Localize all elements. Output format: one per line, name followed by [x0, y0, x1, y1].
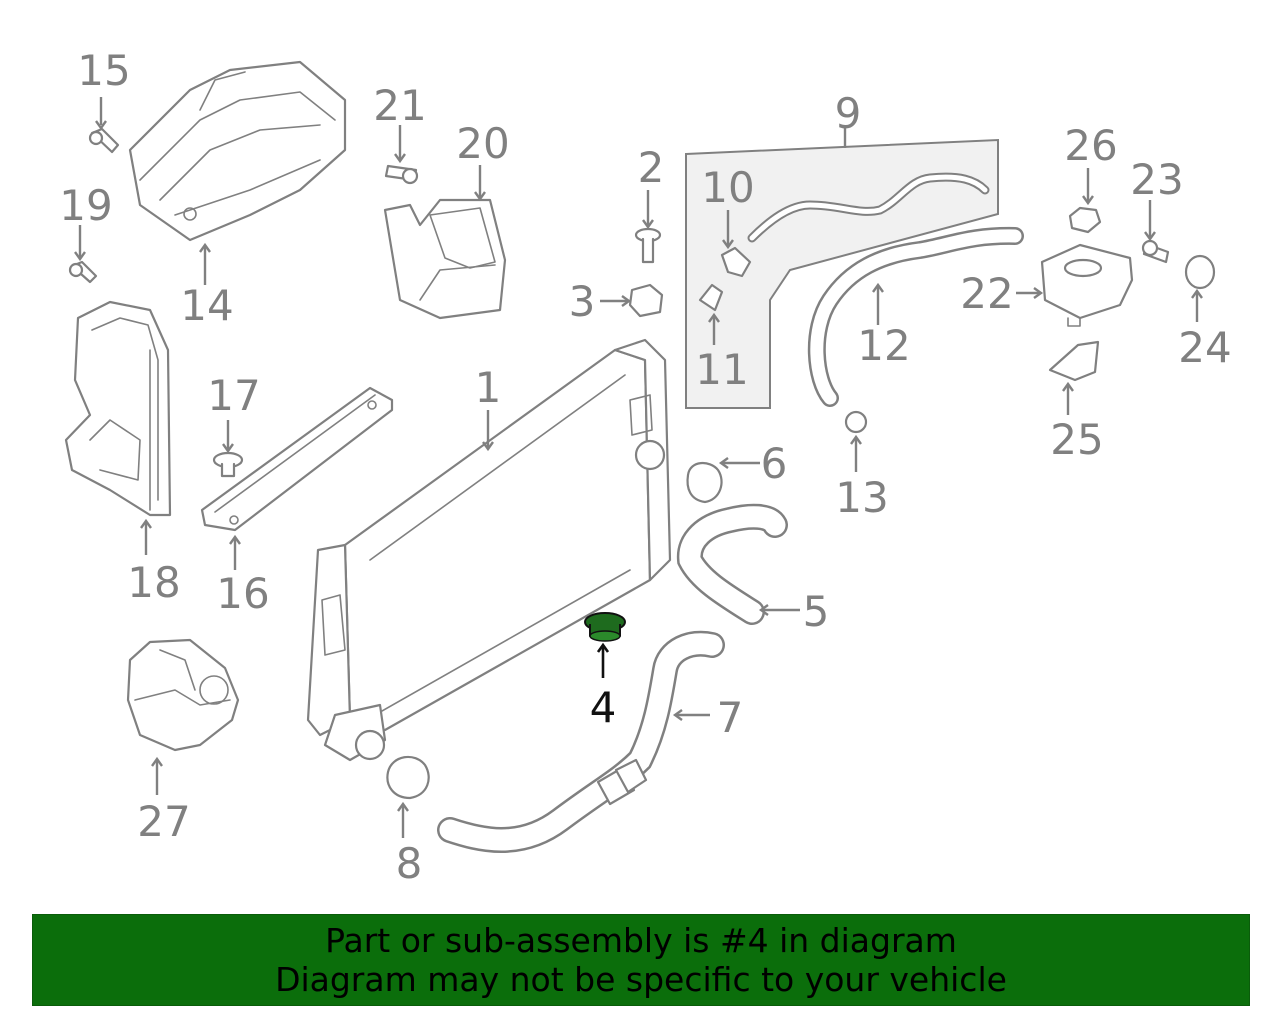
callout-12: 12 [857, 321, 910, 370]
part-14-engine-cover [128, 60, 347, 242]
part-24-cap [1184, 254, 1216, 290]
group-9-panel [685, 138, 999, 409]
callout-13: 13 [835, 473, 888, 522]
callout-3: 3 [569, 277, 596, 326]
part-7-hose [437, 630, 725, 853]
callout-21: 21 [373, 81, 426, 130]
callout-18: 18 [127, 558, 180, 607]
part-20-duct [383, 198, 507, 320]
callout-25: 25 [1050, 415, 1103, 464]
part-10-clamp [720, 246, 752, 278]
part-1-radiator [306, 338, 672, 762]
callout-20: 20 [456, 119, 509, 168]
part-11-clip [698, 283, 724, 312]
callout-11: 11 [695, 345, 748, 394]
callout-16: 16 [216, 569, 269, 618]
callout-6: 6 [761, 439, 788, 488]
callout-23: 23 [1130, 155, 1183, 204]
part-19-bolt [68, 260, 98, 284]
part-27-module [126, 638, 240, 752]
part-16-support-bar [200, 386, 394, 532]
callout-19: 19 [59, 181, 112, 230]
callout-9: 9 [835, 89, 862, 138]
callout-7: 7 [717, 693, 744, 742]
callout-labels: 15 19 21 20 14 2 3 10 11 9 12 13 26 23 2… [59, 46, 1231, 888]
callout-17: 17 [207, 371, 260, 420]
part-4-drain-plug [584, 612, 626, 642]
callout-26: 26 [1064, 121, 1117, 170]
part-2-clip [634, 227, 662, 264]
banner-disclaimer: Diagram may not be specific to your vehi… [275, 960, 1007, 999]
part-6-clamp [686, 462, 723, 504]
part-15-bolt [88, 127, 120, 154]
callout-8: 8 [396, 839, 423, 888]
part-25-bracket [1048, 340, 1100, 382]
part-8-clamp [386, 755, 430, 800]
part-12-hose [807, 226, 1024, 407]
part-9-hose [747, 172, 990, 243]
part-17-clip [212, 451, 244, 478]
callout-10: 10 [701, 163, 754, 212]
banner-part-note: Part or sub-assembly is #4 in diagram [325, 921, 957, 960]
part-26-nut [1068, 206, 1102, 234]
callout-27: 27 [137, 797, 190, 846]
callout-4: 4 [590, 683, 617, 732]
callout-15: 15 [77, 46, 130, 95]
callout-24: 24 [1178, 323, 1231, 372]
part-13-clamp [844, 410, 868, 434]
callout-2: 2 [638, 143, 665, 192]
part-5-hose [676, 503, 788, 625]
part-3-bracket [628, 283, 664, 318]
info-banner: Part or sub-assembly is #4 in diagram Di… [32, 914, 1250, 1006]
leader-lines [74, 97, 1203, 838]
callout-22: 22 [960, 269, 1013, 318]
callout-14: 14 [180, 281, 233, 330]
part-23-bolt [1141, 239, 1170, 264]
part-18-air-guide [64, 300, 172, 517]
callout-1: 1 [475, 363, 502, 412]
part-22-reservoir [1040, 243, 1134, 327]
callout-5: 5 [803, 587, 830, 636]
part-21-bolt [384, 164, 419, 185]
